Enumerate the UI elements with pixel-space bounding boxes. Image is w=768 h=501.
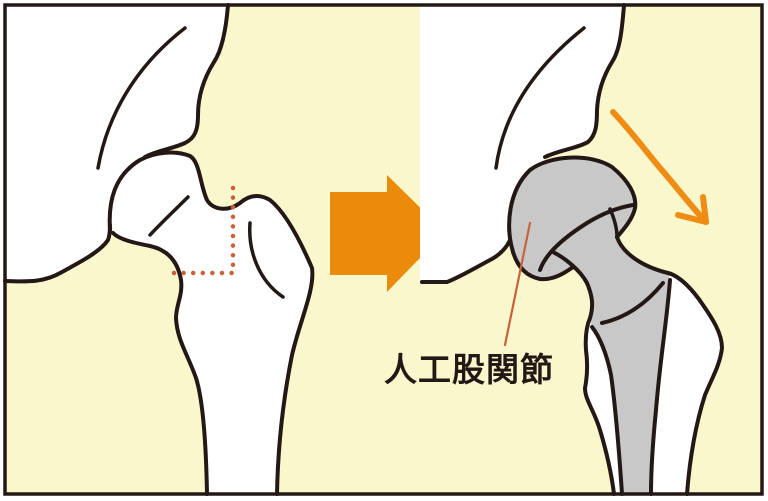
pelvis-bottom-line <box>3 223 112 284</box>
pelvis-left <box>5 5 228 282</box>
acetabulum-arc <box>96 26 187 170</box>
stem-collar-line <box>600 281 665 325</box>
panel-after: 人工股関節 <box>384 3 724 496</box>
trochanter-inner-line <box>248 221 285 299</box>
femur-head-and-right-outline <box>107 150 315 496</box>
motion-arrow-shaft <box>610 109 709 225</box>
implant-head-inner-line <box>608 207 619 239</box>
right-arrow-icon <box>330 175 445 292</box>
pelvis-bottom-line-right <box>420 238 512 284</box>
motion-arrow-head <box>675 194 709 225</box>
implant-head-rim <box>538 203 635 272</box>
femur-left-outline <box>111 231 209 496</box>
femur-head-inner-line <box>148 195 190 237</box>
implant-head-bottom <box>511 250 575 282</box>
down-right-arrow-icon <box>610 109 709 225</box>
leader-line <box>503 221 532 347</box>
panel-before <box>3 3 315 496</box>
frame-border <box>3 3 764 496</box>
implant-head-outline <box>507 155 638 254</box>
stem-right-edge <box>649 278 672 496</box>
femur-right-outer-outline <box>615 235 724 496</box>
pelvis-edge-line-right <box>543 3 626 159</box>
acetabulum-arc-right <box>494 26 586 170</box>
cut-line-dotted <box>164 185 236 276</box>
stem-left-edge <box>590 325 624 496</box>
pelvis-edge-line <box>143 3 230 159</box>
pelvis-right <box>420 5 624 283</box>
neck-and-femur-left-outline <box>551 250 616 496</box>
femur-left <box>111 152 313 494</box>
implant-label: 人工股関節 <box>384 350 554 389</box>
hip-implant <box>509 157 670 494</box>
